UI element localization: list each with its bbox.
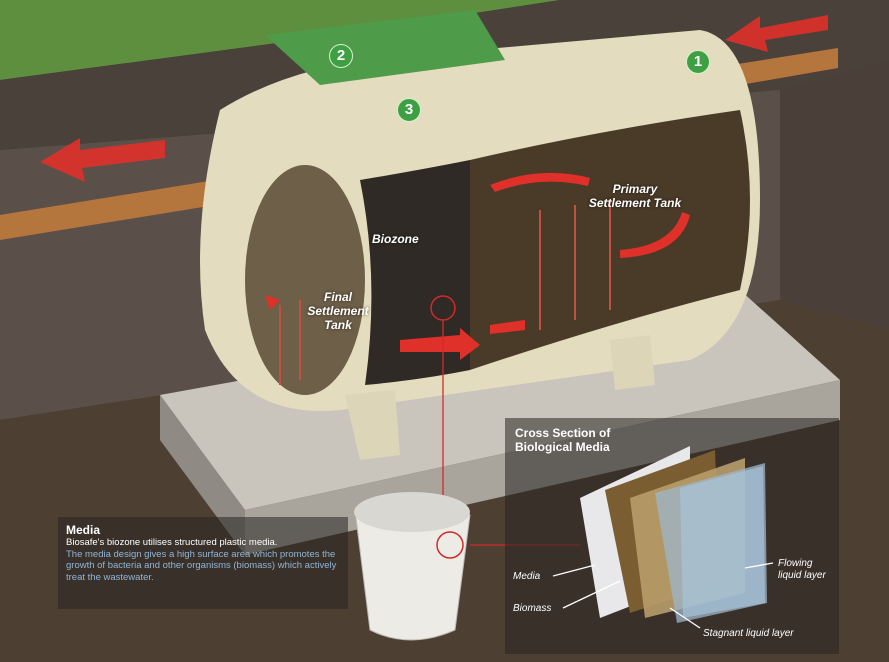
- media-layer-label: Media: [513, 571, 541, 582]
- plastic-media-cylinder: [354, 492, 471, 641]
- media-description: Biosafe's biozone utilises structured pl…: [66, 537, 278, 548]
- primary-settlement-label: Primary Settlement Tank: [588, 182, 682, 210]
- final-settlement-tank: [245, 165, 365, 395]
- flowing-liquid-label: Flowing liquid layer: [778, 558, 826, 581]
- media-detail: The media design gives a high surface ar…: [66, 548, 337, 583]
- cross-section-diagram: [552, 446, 774, 629]
- final-settlement-label: Final Settlement Tank: [307, 290, 369, 332]
- stagnant-liquid-label: Stagnant liquid layer: [703, 628, 794, 639]
- biozone-label: Biozone: [372, 232, 419, 246]
- outlet-pipe: [0, 180, 215, 240]
- marker-3: 3: [397, 98, 421, 122]
- marker-2: 2: [329, 44, 353, 68]
- flow-arrows: [40, 15, 828, 360]
- access-lid: [265, 10, 505, 85]
- cross-section-title: Cross Section of Biological Media: [515, 426, 611, 454]
- media-title: Media: [66, 523, 101, 537]
- biomass-layer-label: Biomass: [513, 603, 552, 614]
- marker-1: 1: [686, 50, 710, 74]
- media-info-panel: Media Biosafe's biozone utilises structu…: [58, 517, 348, 609]
- cross-section-panel: Cross Section of Biological Media Media …: [505, 418, 839, 654]
